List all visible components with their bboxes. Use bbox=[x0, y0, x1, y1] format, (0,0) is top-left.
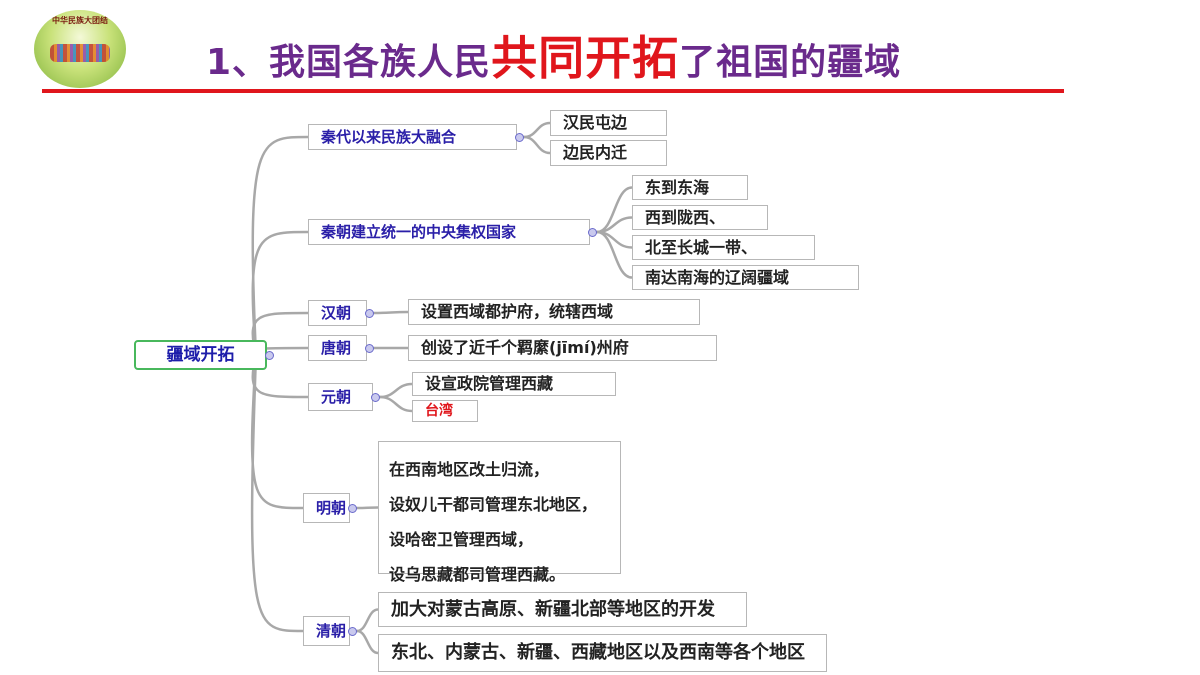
child-node-line: 在西南地区改土归流， bbox=[389, 460, 550, 479]
child-node[interactable]: 边民内迁 bbox=[550, 140, 667, 166]
branch-node-2[interactable]: 秦朝建立统一的中央集权国家 bbox=[308, 219, 590, 245]
title-highlight: 共同开拓 bbox=[491, 31, 680, 85]
connector-line bbox=[251, 230, 310, 357]
child-node[interactable]: 汉民屯边 bbox=[550, 110, 667, 136]
branch-1-toggle[interactable] bbox=[514, 132, 524, 142]
branch-7-toggle[interactable] bbox=[347, 626, 357, 636]
child-node[interactable]: 创设了近千个羁縻(jīmí)州府 bbox=[408, 335, 717, 361]
child-node[interactable]: 设置西域都护府，统辖西域 bbox=[408, 299, 700, 325]
connector-line bbox=[355, 608, 380, 633]
title-suffix: 了祖国的疆域 bbox=[679, 42, 902, 83]
child-node-line: 设奴儿干都司管理东北地区， bbox=[389, 495, 598, 514]
child-node-multiline[interactable]: 在西南地区改土归流， 设奴儿干都司管理东北地区， 设哈密卫管理西域， 设乌思藏都司管理… bbox=[378, 441, 621, 584]
child-node-line: 设哈密卫管理西域， bbox=[389, 530, 534, 549]
title-underline bbox=[42, 89, 1064, 93]
branch-node-6[interactable]: 明朝 bbox=[303, 493, 350, 523]
child-node[interactable]: 南达南海的辽阔疆域 bbox=[632, 265, 859, 290]
logo-caption: 中华民族大团结 bbox=[52, 15, 108, 25]
branch-node-5[interactable]: 元朝 bbox=[308, 383, 373, 411]
connector-line bbox=[522, 135, 552, 155]
branch-node-1[interactable]: 秦代以来民族大融合 bbox=[308, 124, 517, 150]
branch-4-toggle[interactable] bbox=[364, 343, 374, 353]
child-node-line: 设乌思藏都司管理西藏。 bbox=[389, 565, 566, 584]
root-node[interactable]: 疆域开拓 bbox=[134, 340, 267, 370]
child-node[interactable]: 北至长城一带、 bbox=[632, 235, 815, 260]
connector-line bbox=[250, 353, 305, 633]
child-node[interactable]: 设宣政院管理西藏 bbox=[412, 372, 616, 396]
connector-line bbox=[355, 506, 380, 510]
connector-line bbox=[250, 353, 305, 510]
connector-line bbox=[522, 121, 552, 139]
logo-crowd-icon bbox=[50, 44, 110, 62]
connector-line bbox=[378, 382, 414, 399]
connector-line bbox=[595, 230, 634, 279]
ethnic-unity-logo: 中华民族大团结 bbox=[34, 10, 126, 88]
branch-6-toggle[interactable] bbox=[347, 503, 357, 513]
branch-2-toggle[interactable] bbox=[587, 227, 597, 237]
connector-line bbox=[372, 310, 410, 315]
title-prefix: 1、我国各族人民 bbox=[206, 42, 492, 83]
child-node[interactable]: 东到东海 bbox=[632, 175, 748, 200]
connector-line bbox=[378, 395, 414, 413]
child-node[interactable]: 西到陇西、 bbox=[632, 205, 768, 230]
child-node[interactable]: 加大对蒙古高原、新疆北部等地区的开发 bbox=[378, 592, 747, 627]
slide-title: 1、我国各族人民共同开拓了祖国的疆域 bbox=[206, 22, 901, 88]
branch-3-toggle[interactable] bbox=[364, 308, 374, 318]
child-node[interactable]: 东北、内蒙古、新疆、西藏地区以及西南等各个地区 bbox=[378, 634, 827, 672]
root-collapse-toggle[interactable] bbox=[264, 350, 274, 360]
connector-line bbox=[355, 629, 380, 655]
child-node[interactable]: 台湾 bbox=[412, 400, 478, 422]
branch-node-4[interactable]: 唐朝 bbox=[308, 335, 367, 361]
branch-node-3[interactable]: 汉朝 bbox=[308, 300, 367, 326]
branch-5-toggle[interactable] bbox=[370, 392, 380, 402]
branch-node-7[interactable]: 清朝 bbox=[303, 616, 350, 646]
